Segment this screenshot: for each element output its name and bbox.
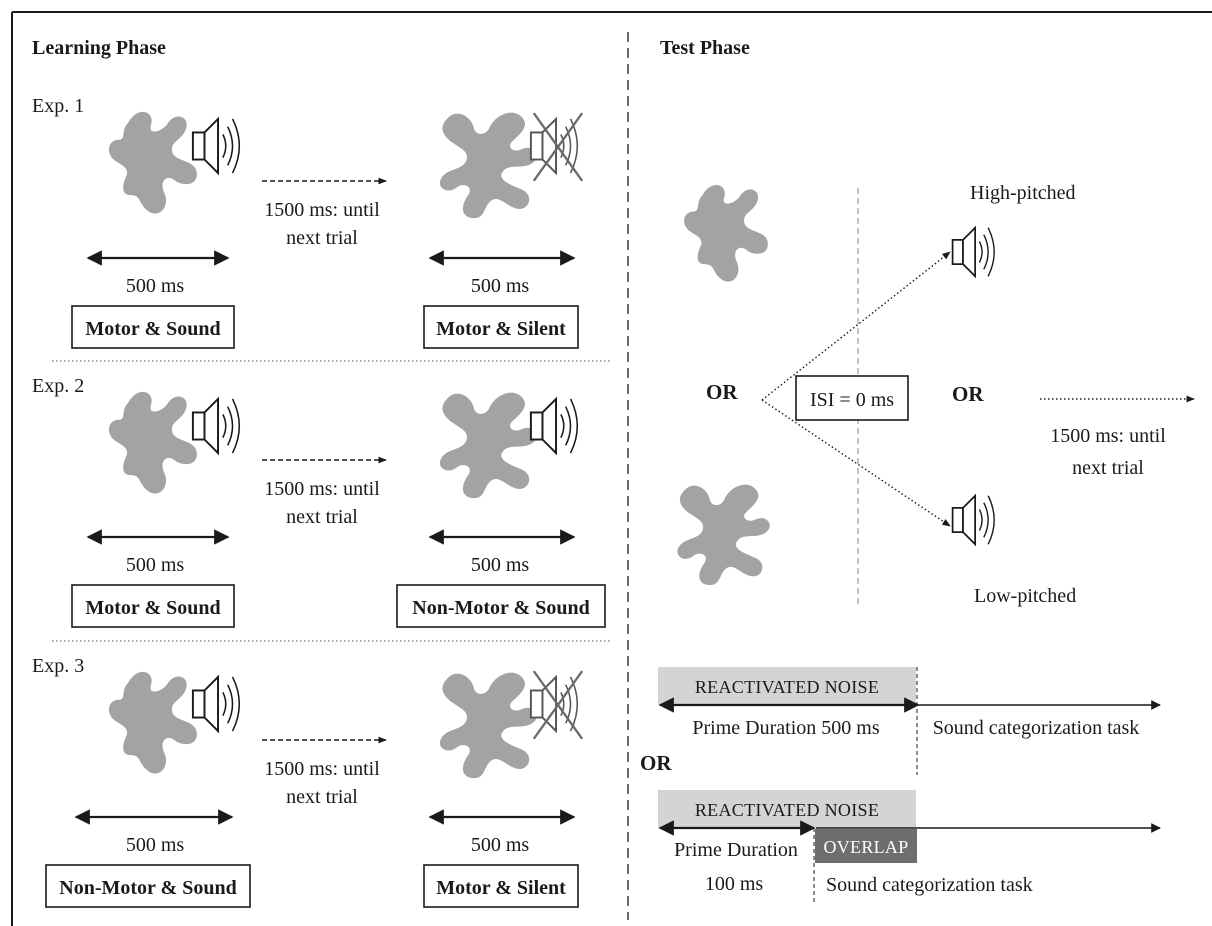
duration-label: 500 ms [126, 834, 185, 856]
non-motor-shape-icon [439, 392, 537, 499]
timeline-500ms: REACTIVATED NOISE Prime Duration 500 ms … [658, 667, 1161, 775]
isi-label: ISI = 0 ms [810, 389, 894, 411]
experiment-2: Exp. 2 500 ms Motor & Sound 1500 ms: unt… [32, 375, 606, 628]
low-pitched-label: Low-pitched [974, 585, 1076, 607]
or-label: OR [706, 380, 738, 404]
condition-label: Motor & Sound [85, 597, 220, 619]
low-branch-arrow [761, 399, 951, 527]
condition-box [423, 305, 579, 349]
duration-label: 500 ms [126, 554, 185, 576]
or-label: OR [952, 382, 984, 406]
exp-label: Exp. 3 [32, 655, 84, 677]
duration-label: 500 ms [471, 554, 530, 576]
iti-label-line2: next trial [286, 506, 358, 528]
condition-label: Motor & Sound [85, 318, 220, 340]
muted-speaker-icon [529, 111, 584, 183]
condition-label: Non-Motor & Sound [59, 877, 236, 899]
overlap-block [815, 829, 917, 863]
iti-label-line1: 1500 ms: until [1050, 425, 1166, 447]
iti-label-line1: 1500 ms: until [264, 478, 380, 500]
condition-box [45, 864, 251, 908]
prime-duration-label: Prime Duration [674, 839, 798, 861]
exp-label: Exp. 2 [32, 375, 84, 397]
motor-shape-icon [439, 112, 537, 219]
condition-box [71, 584, 235, 628]
learning-phase-title: Learning Phase [32, 37, 166, 59]
noise-label: REACTIVATED NOISE [695, 800, 879, 820]
muted-speaker-icon [529, 669, 584, 740]
duration-label: 500 ms [471, 275, 530, 297]
condition-label: Motor & Silent [436, 318, 566, 340]
isi-box [795, 375, 909, 421]
task-label: Sound categorization task [826, 874, 1033, 896]
speaker-icon [191, 675, 241, 733]
speaker-icon [529, 397, 579, 455]
iti-label-line1: 1500 ms: until [264, 758, 380, 780]
iti-label-line2: next trial [286, 786, 358, 808]
prime-duration-label: Prime Duration 500 ms [692, 717, 879, 739]
speaker-icon [951, 494, 996, 546]
condition-label: Motor & Silent [436, 877, 566, 899]
overlap-label: OVERLAP [823, 837, 908, 857]
speaker-icon [191, 117, 241, 175]
iti-label-line1: 1500 ms: until [264, 199, 380, 221]
motor-shape-icon [108, 111, 197, 214]
condition-label: Non-Motor & Sound [412, 597, 589, 619]
condition-box [71, 305, 235, 349]
timeline-100ms: REACTIVATED NOISE OVERLAP Prime Duration… [658, 790, 1161, 902]
speaker-icon [191, 397, 241, 455]
experiment-1: Exp. 1 500 ms Motor & Sound 1500 ms: unt… [32, 95, 584, 349]
noise-label: REACTIVATED NOISE [695, 677, 879, 697]
condition-box [423, 864, 579, 908]
prime-duration-value: 100 ms [705, 873, 764, 895]
experiment-3: Exp. 3 500 ms Non-Motor & Sound 1500 ms:… [32, 655, 584, 908]
non-motor-shape-icon [677, 484, 770, 586]
condition-box [396, 584, 606, 628]
motor-shape-icon [108, 391, 197, 494]
speaker-icon [951, 226, 996, 278]
non-motor-shape-icon [108, 671, 197, 774]
test-phase-title: Test Phase [660, 37, 750, 59]
motor-shape-icon [439, 672, 537, 779]
duration-label: 500 ms [471, 834, 530, 856]
motor-shape-icon [684, 185, 768, 282]
duration-label: 500 ms [126, 275, 185, 297]
high-pitched-label: High-pitched [970, 182, 1076, 204]
exp-label: Exp. 1 [32, 95, 84, 117]
task-label: Sound categorization task [933, 717, 1140, 739]
or-label: OR [640, 751, 672, 775]
iti-label-line2: next trial [286, 227, 358, 249]
iti-label-line2: next trial [1072, 457, 1144, 479]
